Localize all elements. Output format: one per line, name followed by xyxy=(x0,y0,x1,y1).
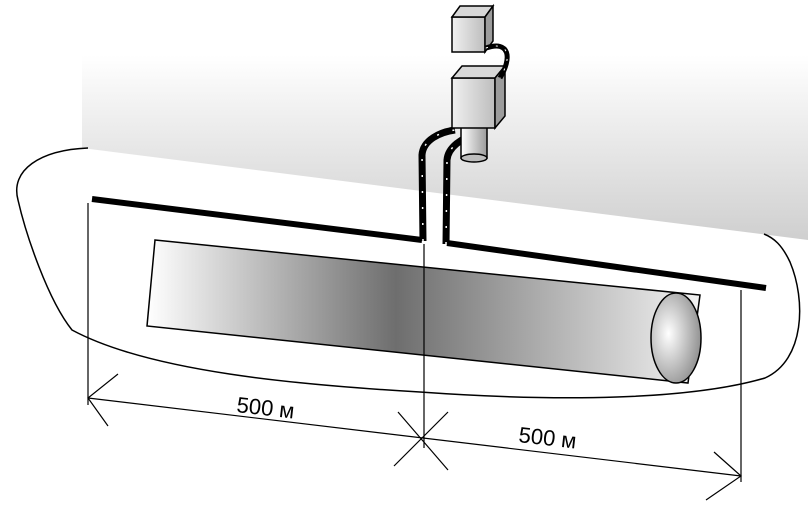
feed-line-left xyxy=(91,196,423,243)
center-tick-b xyxy=(393,411,449,467)
ground-surface xyxy=(82,55,808,240)
pipe-end xyxy=(650,292,702,384)
arrowhead-left xyxy=(87,373,119,427)
dimension-line xyxy=(87,397,742,477)
dimension-label-left: 500 м xyxy=(235,392,295,423)
center-tick-a xyxy=(397,411,449,471)
arrowhead-right xyxy=(705,451,742,501)
well-pipe-left xyxy=(418,126,456,242)
surface-equipment-block-icon xyxy=(450,3,510,163)
dimension-label-right: 500 м xyxy=(517,422,577,453)
zone-outline xyxy=(15,147,801,399)
feed-line-right xyxy=(446,240,767,291)
